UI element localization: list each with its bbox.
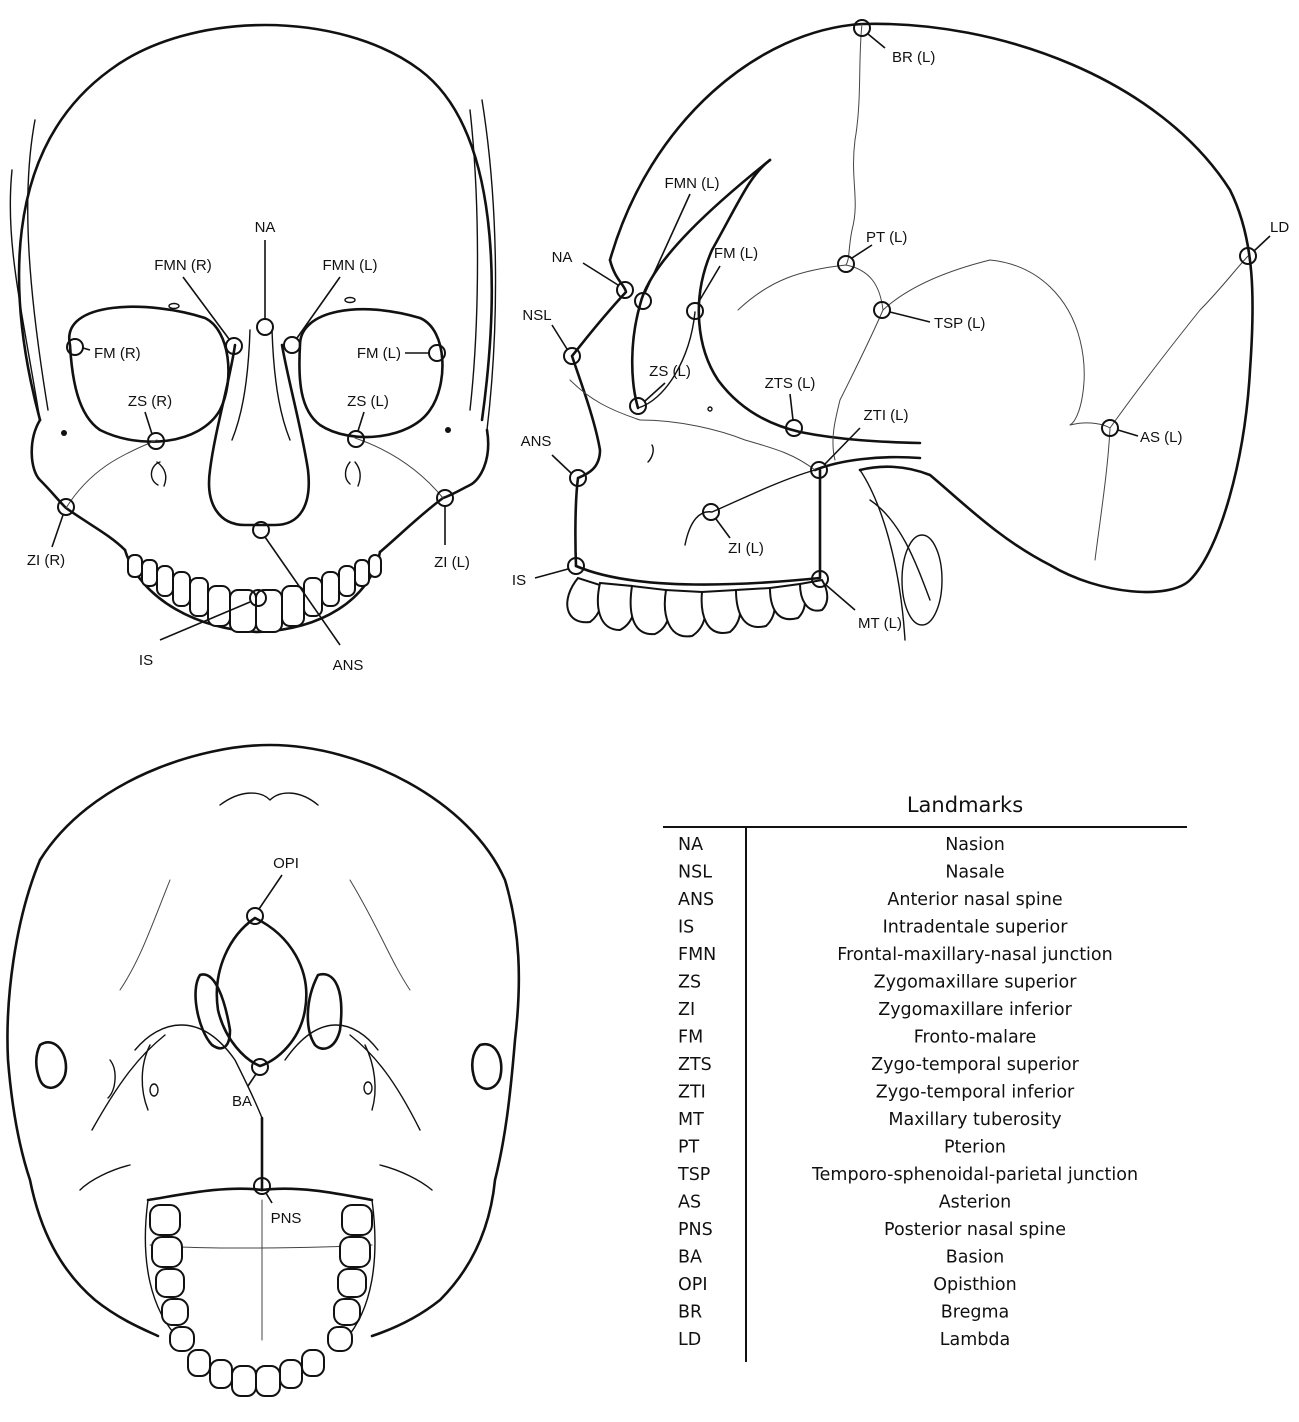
label-ans-frontal: ANS [333,657,364,674]
table-row-definition: Opisthion [933,1275,1016,1295]
label-pns: PNS [271,1210,302,1227]
label-zi-l: ZI (L) [434,554,470,571]
landmark-as: AS (L) [1102,420,1183,446]
table-row-abbr: ZI [678,1000,695,1020]
label-zti: ZTI (L) [864,407,909,424]
label-ld: LD [1270,219,1289,236]
label-fmn-l: FMN (L) [323,257,378,274]
landmark-zs-l: ZS (L) [347,393,389,447]
label-tsp: TSP (L) [934,315,985,332]
label-fm-lateral: FM (L) [714,245,758,262]
label-mt: MT (L) [858,615,902,632]
basal-skull-view: OPI BA PNS [7,745,518,1396]
landmark-na-frontal: NA [255,219,276,335]
landmarks-table-title: Landmarks [907,793,1023,817]
landmark-ba: BA [232,1059,268,1110]
label-pt: PT (L) [866,229,907,246]
label-is-lateral: IS [512,572,526,589]
table-row-definition: Zygo-temporal inferior [876,1083,1075,1103]
table-row-definition: Zygo-temporal superior [871,1055,1079,1075]
table-row-definition: Nasion [945,835,1005,855]
landmark-zts: ZTS (L) [765,375,816,436]
table-row-abbr: ZS [678,973,701,993]
table-row-definition: Intradentale superior [883,918,1069,938]
table-row-abbr: ZTI [678,1083,706,1103]
label-fmn-lateral: FMN (L) [665,175,720,192]
table-row-abbr: FMN [678,945,716,965]
label-br: BR (L) [892,49,935,66]
table-row-abbr: ZTS [678,1055,712,1075]
landmark-fm-r: FM (R) [67,339,141,362]
table-row-definition: Zygomaxillare superior [874,973,1078,993]
label-is-frontal: IS [139,652,153,669]
table-row-abbr: PT [678,1138,700,1158]
landmark-fm-l: FM (L) [357,345,445,362]
lateral-skull-view: BR (L) FMN (L) NA FM (L) PT (L) LD [512,20,1289,640]
label-nsl: NSL [522,307,551,324]
table-row-abbr: LD [678,1330,701,1350]
table-row-abbr: FM [678,1028,703,1048]
frontal-teeth [128,555,381,632]
lateral-teeth [567,578,827,636]
label-as: AS (L) [1140,429,1183,446]
table-row-abbr: IS [678,918,694,938]
label-fm-l: FM (L) [357,345,401,362]
landmark-zs-lateral: ZS (L) [630,363,691,414]
table-row-definition: Pterion [944,1138,1006,1158]
label-ba: BA [232,1093,252,1110]
landmark-fmn-r: FMN (R) [154,257,242,354]
table-row-abbr: ANS [678,890,714,910]
lateral-skull-drawing [567,24,1252,640]
table-row-definition: Temporo-sphenoidal-parietal junction [811,1165,1138,1185]
basal-teeth [150,1205,372,1396]
table-row-abbr: BR [678,1303,702,1323]
table-row-definition: Bregma [941,1303,1009,1323]
landmark-fmn-l: FMN (L) [284,257,378,353]
label-zs-l: ZS (L) [347,393,389,410]
table-row-abbr: MT [678,1110,704,1130]
table-row-definition: Fronto-malare [914,1028,1037,1048]
basal-skull-drawing [7,745,518,1396]
table-row-abbr: NA [678,835,703,855]
table-row-definition: Zygomaxillare inferior [878,1000,1072,1020]
label-zi-lateral: ZI (L) [728,540,764,557]
table-row-abbr: PNS [678,1220,713,1240]
label-fmn-r: FMN (R) [154,257,211,274]
landmark-opi: OPI [247,855,299,924]
landmark-tsp: TSP (L) [874,302,985,332]
label-zts: ZTS (L) [765,375,816,392]
frontal-skull-drawing [10,25,495,632]
label-zi-r: ZI (R) [27,552,65,569]
table-row-abbr: AS [678,1193,701,1213]
table-row-definition: Nasale [945,863,1004,883]
table-row-abbr: NSL [678,863,712,883]
frontal-skull-view: NA FMN (R) FMN (L) FM (R) FM (L) ZS (R) [10,25,495,674]
label-na-lateral: NA [552,249,573,266]
table-row-definition: Posterior nasal spine [884,1220,1066,1240]
table-row-abbr: BA [678,1248,702,1268]
table-row-definition: Asterion [939,1193,1012,1213]
label-na-frontal: NA [255,219,276,236]
table-row-definition: Maxillary tuberosity [888,1110,1061,1130]
label-ans-lateral: ANS [521,433,552,450]
table-row-definition: Anterior nasal spine [887,890,1062,910]
label-zs-r: ZS (R) [128,393,172,410]
table-row-abbr: OPI [678,1275,708,1295]
label-opi: OPI [273,855,299,872]
table-row-definition: Frontal-maxillary-nasal junction [837,945,1112,965]
table-row-abbr: TSP [677,1165,710,1185]
table-row-definition: Lambda [940,1330,1010,1350]
label-fm-r: FM (R) [94,345,141,362]
landmark-ans-lateral: ANS [521,433,586,486]
table-row-definition: Basion [946,1248,1005,1268]
label-zs-lateral: ZS (L) [649,363,691,380]
landmark-na-lateral: NA [552,249,633,298]
